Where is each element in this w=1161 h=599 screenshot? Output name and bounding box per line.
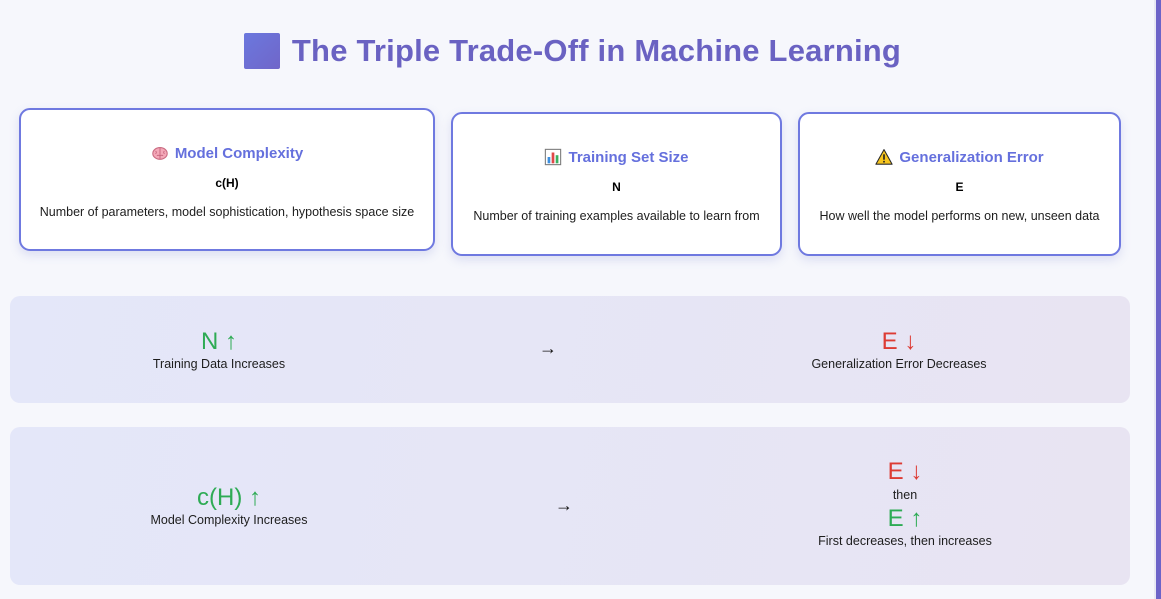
cause-block: c(H) ↑ Model Complexity Increases — [146, 484, 312, 527]
card-heading-row: Training Set Size — [453, 148, 780, 166]
right-arrow-icon: → — [555, 495, 573, 515]
training-set-size-card: Training Set Size N Number of training e… — [451, 112, 782, 256]
cause-caption: Training Data Increases — [152, 357, 286, 371]
card-heading-row: Generalization Error — [800, 148, 1119, 166]
header: The Triple Trade-Off in Machine Learning — [0, 33, 1145, 69]
cause-caption: Model Complexity Increases — [150, 513, 308, 527]
warning-icon — [875, 149, 894, 165]
effect-symbol-decrease: E ↓ — [887, 458, 923, 485]
card-title: Generalization Error — [899, 148, 1044, 166]
cause-block: N ↑ Training Data Increases — [146, 328, 292, 371]
bar-chart-icon — [545, 148, 562, 166]
card-description: Number of parameters, model sophisticati… — [39, 205, 415, 219]
card-description: Number of training examples available to… — [473, 209, 760, 223]
generalization-error-card: Generalization Error E How well the mode… — [798, 112, 1121, 256]
cause-symbol: N ↑ — [201, 328, 237, 355]
card-heading-row: Model Complexity — [21, 144, 433, 162]
then-label: then — [892, 488, 918, 502]
card-symbol: c(H) — [215, 176, 239, 190]
cause-symbol: c(H) ↑ — [197, 484, 261, 511]
effect-block: E ↓ Generalization Error Decreases — [806, 328, 992, 371]
card-title: Model Complexity — [174, 144, 304, 162]
effect-block: E ↓ then E ↑ First decreases, then incre… — [810, 458, 1000, 548]
model-complexity-card: Model Complexity c(H) Number of paramete… — [19, 108, 435, 251]
card-symbol: E — [955, 180, 964, 194]
effect-caption: First decreases, then increases — [818, 534, 992, 548]
page-title: The Triple Trade-Off in Machine Learning — [291, 33, 902, 68]
effect-symbol: E ↓ — [881, 328, 917, 355]
effect-symbol-increase: E ↑ — [887, 505, 923, 532]
training-data-relation-panel: N ↑ Training Data Increases → E ↓ Genera… — [10, 296, 1130, 403]
brain-icon — [152, 147, 168, 160]
purple-square-icon — [243, 33, 280, 69]
card-symbol: N — [612, 180, 621, 194]
card-description: How well the model performs on new, unse… — [819, 209, 1100, 223]
effect-caption: Generalization Error Decreases — [811, 357, 987, 371]
right-arrow-icon: → — [539, 338, 557, 358]
scrollbar[interactable] — [1154, 0, 1161, 599]
model-complexity-relation-panel: c(H) ↑ Model Complexity Increases → E ↓ … — [10, 427, 1130, 585]
card-title: Training Set Size — [568, 148, 689, 166]
